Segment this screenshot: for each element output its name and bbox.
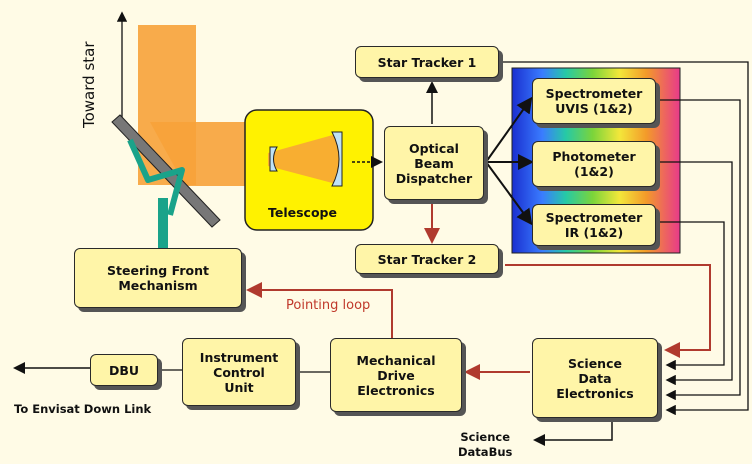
sde-to-databus [533, 418, 613, 446]
pointing-loop-line [246, 282, 393, 338]
science-data-electronics-box: Science Data Electronics [532, 338, 658, 418]
star-tracker-1-box: Star Tracker 1 [355, 46, 499, 78]
st2-line [505, 264, 711, 358]
optical-beam-dispatcher-box: Optical Beam Dispatcher [384, 126, 484, 200]
primary-mirror [331, 131, 343, 187]
databus-label: Science DataBus [458, 430, 513, 459]
mirror-mount [127, 138, 185, 216]
spectrometer-ir-box: Spectrometer IR (1&2) [532, 204, 656, 246]
steering-front-mechanism-box: Steering Front Mechanism [74, 248, 242, 308]
st1-line [482, 61, 749, 416]
telescope-beam [268, 133, 340, 185]
toward-star-label: Toward star [80, 41, 98, 129]
dbu-box: DBU [90, 354, 158, 386]
obd-to-ir [485, 161, 533, 226]
instrument-control-unit-box: Instrument Control Unit [182, 338, 296, 406]
obd-to-uvis [485, 96, 533, 163]
mechanical-drive-electronics-box: Mechanical Drive Electronics [330, 338, 462, 412]
telescope-label: Telescope [268, 205, 337, 220]
secondary-mirror [269, 146, 278, 172]
uvis-line [655, 99, 741, 401]
photometer-line [655, 161, 733, 386]
pointing-loop-label: Pointing loop [286, 298, 371, 313]
spectrometer-uvis-box: Spectrometer UVIS (1&2) [532, 78, 656, 124]
photometer-box: Photometer (1&2) [532, 141, 656, 187]
downlink-label: To Envisat Down Link [14, 402, 152, 416]
mount-post [158, 198, 168, 248]
star-tracker-2-box: Star Tracker 2 [355, 244, 499, 274]
ir-line [655, 221, 725, 371]
